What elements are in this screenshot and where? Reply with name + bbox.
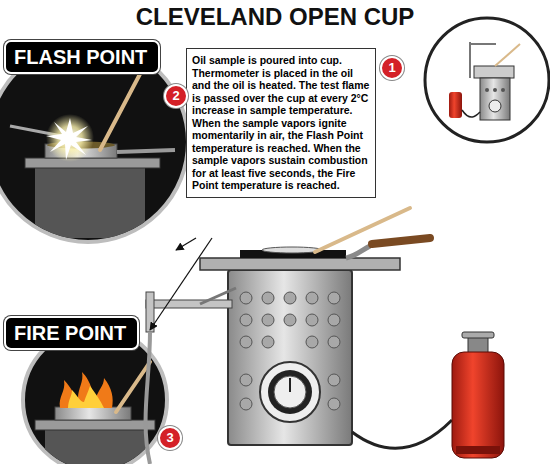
callout-number: 3 xyxy=(158,426,182,450)
plate xyxy=(35,420,155,430)
pointer-arrow xyxy=(150,238,212,330)
callout-number: 2 xyxy=(164,84,188,108)
vent-hole xyxy=(306,314,318,326)
body-text: Oil sample is poured into cup. Thermomet… xyxy=(192,54,370,192)
vent-hole xyxy=(262,314,274,326)
section-label: FIRE POINT xyxy=(4,316,139,350)
arm xyxy=(117,150,175,152)
dial xyxy=(489,100,501,112)
vent-hole xyxy=(240,336,252,348)
vent-hole xyxy=(328,336,340,348)
flash-glow xyxy=(46,114,94,162)
vent-hole xyxy=(262,336,274,348)
wooden-handle xyxy=(372,238,430,244)
top-plate xyxy=(200,258,400,270)
heater xyxy=(35,168,145,238)
vent-hole xyxy=(328,292,340,304)
callout-number: 1 xyxy=(380,56,404,80)
vent-hole xyxy=(328,314,340,326)
vent-hole xyxy=(328,374,340,386)
flash-burst xyxy=(46,118,92,160)
vent-hole xyxy=(284,292,296,304)
valve xyxy=(468,336,488,354)
valve-knob xyxy=(462,332,494,338)
section-label: FLASH POINT xyxy=(4,40,160,74)
pointer-arrow xyxy=(176,238,196,250)
cylinder-base xyxy=(456,446,500,454)
label-text: FLASH POINT xyxy=(14,45,150,69)
thermometer xyxy=(495,44,520,66)
hose xyxy=(462,110,480,117)
stand-arm xyxy=(146,300,232,308)
dial-pointer xyxy=(289,378,291,392)
vent-hole xyxy=(328,398,340,410)
plate xyxy=(474,66,514,78)
vent-hole xyxy=(240,314,252,326)
plate xyxy=(25,158,160,168)
gas-tube xyxy=(146,332,150,464)
label-text: FIRE POINT xyxy=(14,321,129,345)
vent-hole xyxy=(284,314,296,326)
overview-scene xyxy=(449,42,520,120)
heater xyxy=(45,430,145,464)
stand xyxy=(470,43,496,45)
flame-tube xyxy=(200,288,236,304)
heater-body xyxy=(228,270,352,445)
flames xyxy=(68,386,104,408)
gas-cylinder xyxy=(449,92,462,118)
dial-ring xyxy=(268,370,312,414)
flash-scene xyxy=(10,55,175,238)
inset-circle xyxy=(425,18,549,142)
hose xyxy=(352,420,452,448)
cup xyxy=(262,247,322,253)
heater xyxy=(480,78,510,120)
description-box: Oil sample is poured into cup. Thermomet… xyxy=(186,48,376,198)
vent-hole xyxy=(240,398,252,410)
vent-holes xyxy=(240,292,340,410)
fire-scene xyxy=(35,362,155,464)
vent-hole xyxy=(306,336,318,348)
vent-hole xyxy=(240,374,252,386)
stand xyxy=(469,42,471,78)
diagram-title: CLEVELAND OPEN CUP xyxy=(0,3,550,31)
vent-hole xyxy=(240,292,252,304)
vent-hole xyxy=(306,292,318,304)
vent-hole xyxy=(262,292,274,304)
dial xyxy=(260,362,320,422)
callout-text: 1 xyxy=(382,58,402,78)
flames xyxy=(60,372,113,408)
gas-cylinder xyxy=(452,352,504,458)
dial-knob xyxy=(274,376,306,408)
callout-text: 3 xyxy=(160,428,180,448)
applicator-arm xyxy=(346,246,370,258)
callout-text: 2 xyxy=(166,86,186,106)
